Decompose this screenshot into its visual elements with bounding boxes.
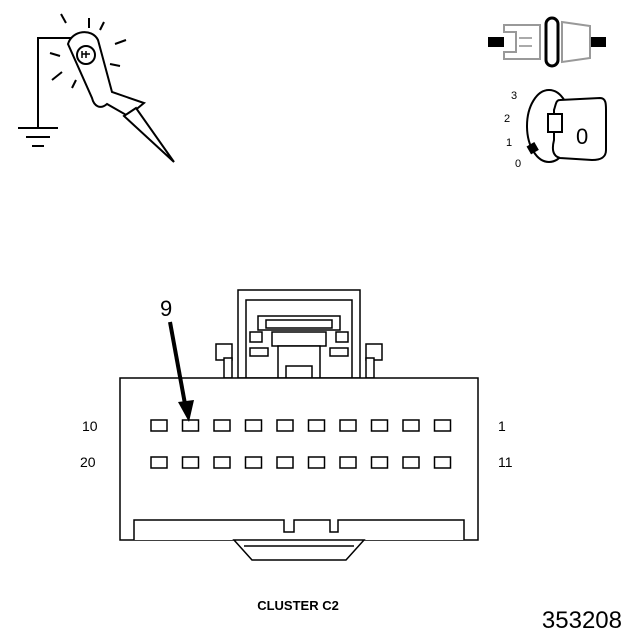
pin-label-20: 20 (80, 454, 96, 470)
callout-pin-label: 9 (160, 296, 172, 321)
ground-symbol-icon (18, 127, 58, 147)
pin-cavity-9 (181, 419, 200, 432)
pin-cavity-8 (213, 419, 231, 432)
ignition-position-3: 3 (511, 90, 517, 102)
pin-cavity-12 (402, 456, 420, 469)
pin-cavity-17 (244, 456, 263, 469)
pin-cavity-1 (433, 419, 452, 432)
test-light-probe-icon (18, 13, 175, 163)
pin-cavity-3 (370, 419, 389, 432)
pin-cavity-20 (150, 456, 168, 469)
pin-cavity-6 (276, 419, 294, 432)
pin-cavity-11 (433, 456, 452, 469)
figure-number: 353208 (542, 607, 622, 634)
ignition-position-2: 2 (504, 113, 510, 125)
fuse-icon (488, 16, 606, 68)
pin-cavity-7 (244, 419, 263, 432)
pin-cavity-13 (370, 456, 389, 469)
pin-cavity-10 (150, 419, 168, 432)
pin-row-bottom (150, 456, 452, 469)
pin-row-top (150, 419, 452, 432)
pin-cavity-19 (181, 456, 200, 469)
pin-cavity-4 (339, 419, 357, 432)
pin-cavity-14 (339, 456, 357, 469)
pin-cavity-2 (402, 419, 420, 432)
pin-label-1: 1 (498, 418, 506, 434)
pin-cavity-5 (307, 419, 326, 432)
pin-cavity-16 (276, 456, 294, 469)
cluster-c2-connector (119, 289, 479, 561)
connector-label: CLUSTER C2 (257, 598, 339, 613)
pin-cavity-15 (307, 456, 326, 469)
key-position-label: 0 (576, 124, 588, 149)
ignition-position-1: 1 (506, 137, 512, 149)
callout-arrow (168, 321, 194, 422)
ignition-position-0: 0 (515, 158, 521, 170)
pin-label-10: 10 (82, 418, 98, 434)
ignition-key-icon: 0 3 2 1 0 (504, 89, 607, 170)
pin-label-11: 11 (498, 454, 513, 470)
pin-cavity-18 (213, 456, 231, 469)
